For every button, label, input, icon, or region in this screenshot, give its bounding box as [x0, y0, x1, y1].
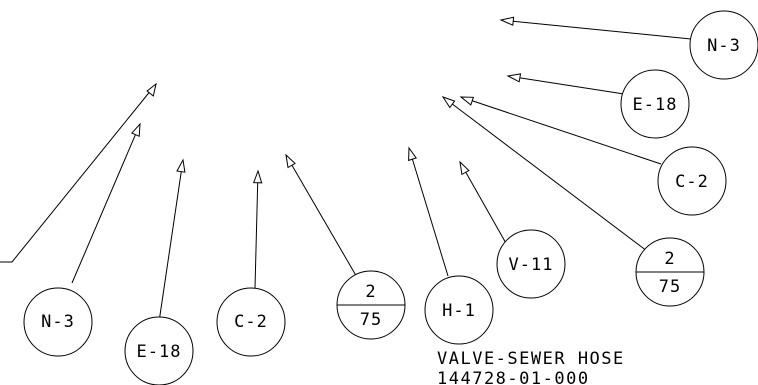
- leader-line-e18-left: [158, 159, 184, 323]
- fraction-denominator: 75: [360, 310, 382, 330]
- callout-label: E-18: [633, 95, 678, 115]
- bubble-circle: [657, 146, 727, 216]
- callout-label: N-3: [707, 36, 741, 56]
- arrowhead-v11: [459, 160, 470, 176]
- callout-label: E-18: [137, 342, 182, 362]
- part-description: VALVE-SEWER HOSE: [437, 349, 625, 369]
- callout-label: C-2: [234, 312, 268, 332]
- callout-bubble-c2-left: C-2: [216, 287, 286, 357]
- bubble-circle: [23, 287, 93, 357]
- callout-label: C-2: [675, 172, 709, 192]
- bubble-circle: [689, 10, 758, 80]
- arrowhead-c2-left: [252, 169, 263, 184]
- arrowhead-h1: [408, 146, 418, 162]
- arrowhead-n3-right: [499, 16, 515, 26]
- callout-bubble-n3-right: N-3: [689, 10, 758, 80]
- callout-bubble-c2-right: C-2: [657, 146, 727, 216]
- callout-bubble-h1: H-1: [424, 275, 494, 345]
- callout-bubble-fraction-right: 2 75: [635, 237, 705, 307]
- arrowhead-e18-right: [506, 73, 522, 83]
- fraction-numerator: 2: [664, 249, 675, 269]
- leader-line-f275-right: [442, 96, 648, 252]
- leader-line-n3-right: [500, 19, 692, 40]
- bubble-circle: [124, 316, 194, 385]
- callout-bubble-fraction-left: 2 75: [336, 270, 406, 340]
- bubble-circle: [620, 69, 690, 139]
- leader-line-n3-left-long: [0, 83, 157, 263]
- arrowhead-f275-left: [285, 153, 296, 169]
- title-block: VALVE-SEWER HOSE 144728-01-000: [437, 349, 625, 385]
- arrowhead-n3-left-long: [146, 82, 157, 97]
- leader-line-v11: [459, 161, 508, 246]
- bubble-circle: [496, 229, 566, 299]
- leader-line-c2-right: [460, 96, 662, 165]
- bubble-circle: [424, 275, 494, 345]
- part-number: 144728-01-000: [437, 369, 590, 385]
- leader-line-n3-left: [71, 123, 141, 284]
- leader-lines: [0, 19, 692, 323]
- callout-bubble-n3-left: N-3: [23, 287, 93, 357]
- callout-bubble-e18-left: E-18: [124, 316, 194, 385]
- callout-label: V-11: [509, 255, 554, 275]
- leader-line-e18-right: [507, 75, 625, 95]
- leader-line-c2-left: [254, 170, 259, 289]
- arrowhead-c2-right: [459, 96, 475, 106]
- leader-line-h1: [408, 147, 449, 277]
- fraction-numerator: 2: [365, 282, 376, 302]
- callout-label: N-3: [41, 312, 75, 332]
- leader-line-f275-left: [285, 154, 359, 280]
- bubble-circle: [216, 287, 286, 357]
- arrowhead-f275-right: [441, 96, 456, 109]
- callout-label: H-1: [442, 301, 476, 321]
- callout-bubble-v11: V-11: [496, 229, 566, 299]
- fraction-denominator: 75: [659, 277, 681, 297]
- callout-bubble-e18-right: E-18: [620, 69, 690, 139]
- arrowhead-n3-left: [131, 122, 141, 138]
- arrowhead-e18-left: [176, 158, 186, 173]
- arrowheads: [131, 16, 522, 184]
